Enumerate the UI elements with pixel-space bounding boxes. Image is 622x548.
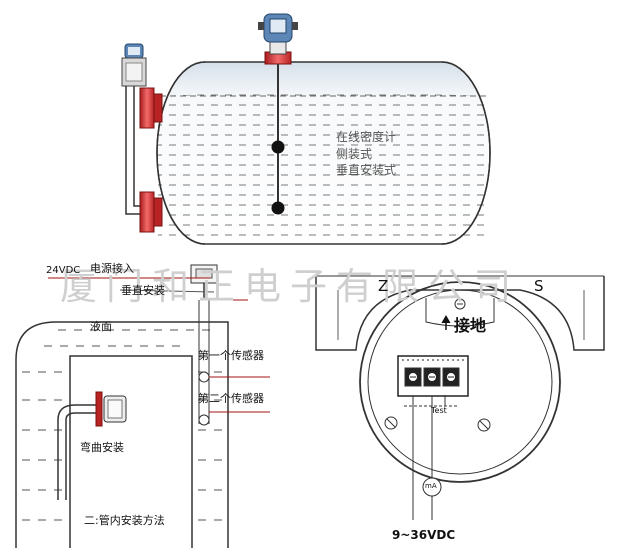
ground-label: 接地: [454, 316, 487, 335]
ma-label: mA: [425, 482, 437, 490]
company-watermark: 厦门和正电子有限公司: [60, 265, 520, 308]
terminal-block: [397, 355, 469, 397]
bend-install-label: 弯曲安装: [80, 441, 124, 454]
second-sensor-label: 第二个传感器: [198, 392, 264, 405]
supply-voltage-label: 9~36VDC: [392, 528, 456, 542]
top-transmitter: [258, 13, 298, 215]
tank-label-density-meter: 在线密度计: [336, 130, 397, 144]
vertical-install-label: 垂直安装: [121, 284, 165, 297]
liquid-level-label: 液面: [90, 320, 112, 333]
voltage-label: 24VDC: [46, 265, 81, 276]
ma-meter: [422, 477, 442, 497]
tank-label-vertical-mount: 垂直安装式: [336, 163, 397, 177]
pipe-installation-diagram: [15, 264, 270, 548]
in-pipe-method-label: 二:管内安装方法: [84, 514, 165, 527]
tank-illustration: [121, 13, 491, 245]
pipe-inner-wall: [69, 355, 193, 548]
pipe-outer-wall: [15, 321, 229, 548]
tank-label-side-mount: 侧装式: [336, 147, 373, 161]
terminal-s-label: S: [534, 277, 544, 295]
first-sensor-label: 第一个传感器: [198, 349, 264, 362]
bend-probe: [57, 391, 127, 500]
terminal-z-label: Z: [378, 277, 389, 295]
junction-housing: [359, 281, 561, 483]
side-transmitter: [121, 43, 163, 233]
test-label: Test: [431, 406, 447, 415]
junction-box-diagram: [315, 275, 605, 520]
vertical-probe: [190, 264, 218, 426]
power-input-label: 电源接入: [90, 262, 134, 275]
